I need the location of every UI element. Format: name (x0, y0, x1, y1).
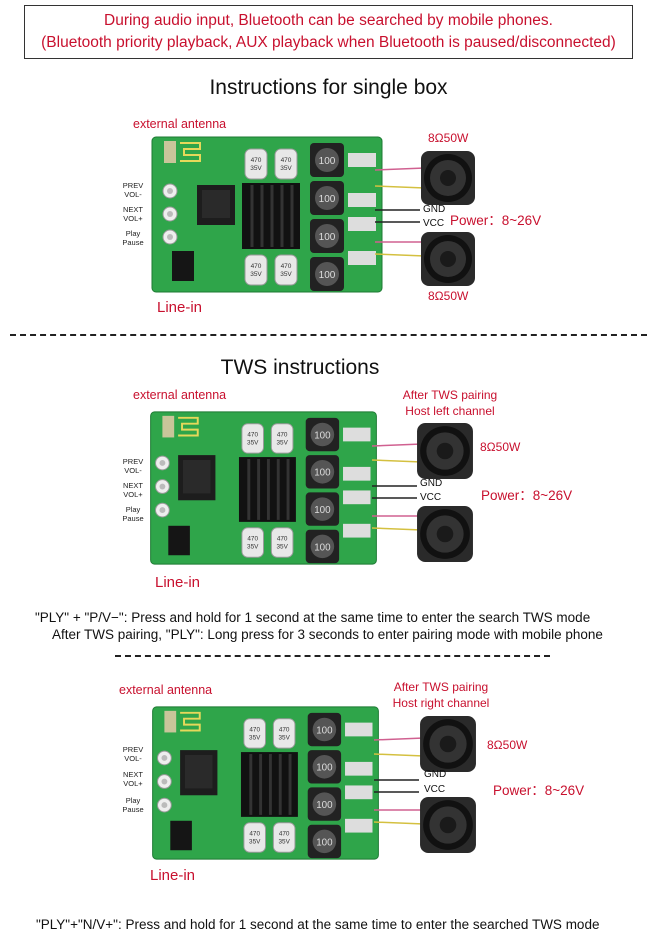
antenna-trace (180, 142, 201, 162)
line-in-jack (172, 251, 194, 281)
capacitor-label: 470 (249, 831, 260, 838)
next-button-label: NEXT VOL+ (122, 205, 143, 223)
power-label: Power：8~26V (493, 783, 585, 798)
notice-line-1: During audio input, Bluetooth can be sea… (104, 12, 553, 29)
notice-box: During audio input, Bluetooth can be sea… (24, 5, 633, 59)
capacitor-label: 470 (251, 157, 262, 164)
wiring-3 (374, 737, 425, 825)
capacitor-label: 35V (249, 734, 261, 741)
antenna-connector (164, 141, 176, 163)
inductor-label: 100 (314, 542, 331, 553)
external-antenna-label: external antenna (119, 683, 213, 697)
speaker-rating-top: 8Ω50W (428, 131, 469, 145)
prev-button-label: PREV VOL- (122, 181, 144, 199)
capacitor-label: 35V (249, 838, 261, 845)
capacitor-label: 470 (281, 263, 292, 270)
notice-line-2: (Bluetooth priority playback, AUX playba… (41, 34, 616, 51)
pairing-line-2: Host left channel (405, 404, 495, 418)
capacitor-label: 35V (276, 439, 288, 446)
inductor-label: 100 (319, 232, 336, 243)
capacitor-label: 35V (250, 271, 262, 278)
pairing-note: After TWS pairing Host left channel (396, 387, 504, 419)
inductor-label: 100 (319, 270, 336, 281)
capacitor-label: 35V (247, 439, 259, 446)
speaker-top-1 (421, 151, 475, 205)
line-in-label: Line-in (150, 867, 196, 884)
line-in-label: Line-in (155, 574, 201, 591)
speaker-rating: 8Ω50W (480, 440, 521, 454)
tws-search-note: "PLY" + "P/V−": Press and hold for 1 sec… (35, 610, 591, 625)
speaker-bottom-3 (420, 797, 476, 853)
capacitor-label: 470 (247, 431, 258, 438)
capacitor-label: 35V (280, 165, 292, 172)
inductor-label: 100 (316, 725, 333, 736)
wiring-2 (372, 443, 423, 531)
capacitor-label: 35V (280, 271, 292, 278)
capacitor-label: 470 (247, 536, 258, 543)
vcc-label: VCC (423, 218, 445, 229)
prev-button-label: PREV VOL- (122, 745, 144, 763)
pairing-line-1: After TWS pairing (393, 680, 489, 694)
inductor-label: 100 (314, 468, 331, 479)
capacitor-label: 470 (251, 263, 262, 270)
gnd-label: GND (423, 204, 446, 215)
power-label: Power：8~26V (450, 213, 542, 228)
vcc-label: VCC (420, 492, 442, 503)
tws-search-note: "PLY"+"N/V+": Press and hold for 1 secon… (36, 917, 600, 932)
capacitor-label: 35V (276, 543, 288, 550)
capacitor-label: 470 (281, 157, 292, 164)
inductor-label: 100 (319, 156, 336, 167)
external-antenna-label: external antenna (133, 388, 227, 402)
pairing-line-2: Host right channel (392, 696, 490, 710)
next-button-label: NEXT VOL+ (122, 770, 143, 788)
play-button-label: Play Pause (122, 229, 144, 247)
capacitor-label: 35V (278, 734, 290, 741)
wiring-1 (375, 167, 426, 257)
speaker-rating-bottom: 8Ω50W (428, 289, 469, 303)
section-title-single-box: Instructions for single box (209, 76, 448, 99)
next-button-label: NEXT VOL+ (122, 481, 143, 499)
divider (10, 334, 647, 336)
play-button-label: Play Pause (122, 505, 144, 523)
tws-pairing-note: After TWS pairing, "PLY": Long press for… (52, 627, 603, 642)
inductor-label: 100 (314, 430, 331, 441)
capacitor-label: 470 (279, 831, 290, 838)
gnd-label: GND (424, 769, 447, 780)
capacitor-label: 470 (249, 726, 260, 733)
divider (115, 655, 550, 657)
gnd-label: GND (420, 478, 443, 489)
capacitor-label: 470 (279, 726, 290, 733)
capacitor-label: 470 (277, 431, 288, 438)
inductor-label: 100 (316, 837, 333, 848)
pairing-line-1: After TWS pairing (402, 388, 498, 402)
capacitor-label: 35V (278, 838, 290, 845)
capacitor-label: 35V (247, 543, 259, 550)
pairing-note: After TWS pairing Host right channel (385, 679, 497, 711)
line-in-label: Line-in (157, 299, 203, 316)
inductor-label: 100 (314, 505, 331, 516)
vcc-label: VCC (424, 784, 446, 795)
speaker-bottom-2 (417, 506, 473, 562)
inductor-label: 100 (316, 800, 333, 811)
speaker-top-3 (420, 716, 476, 772)
speaker-rating: 8Ω50W (487, 738, 528, 752)
inductor-label: 100 (319, 194, 336, 205)
inductor-label: 100 (316, 763, 333, 774)
external-antenna-label: external antenna (133, 117, 227, 131)
speaker-top-2 (417, 423, 473, 479)
capacitor-label: 470 (277, 536, 288, 543)
section-title-tws: TWS instructions (220, 356, 380, 379)
capacitor-label: 35V (250, 165, 262, 172)
capacitor (244, 148, 268, 180)
speaker-bottom-1 (421, 232, 475, 286)
power-label: Power：8~26V (481, 488, 573, 503)
prev-button-label: PREV VOL- (122, 457, 144, 475)
play-button-label: Play Pause (122, 796, 144, 814)
